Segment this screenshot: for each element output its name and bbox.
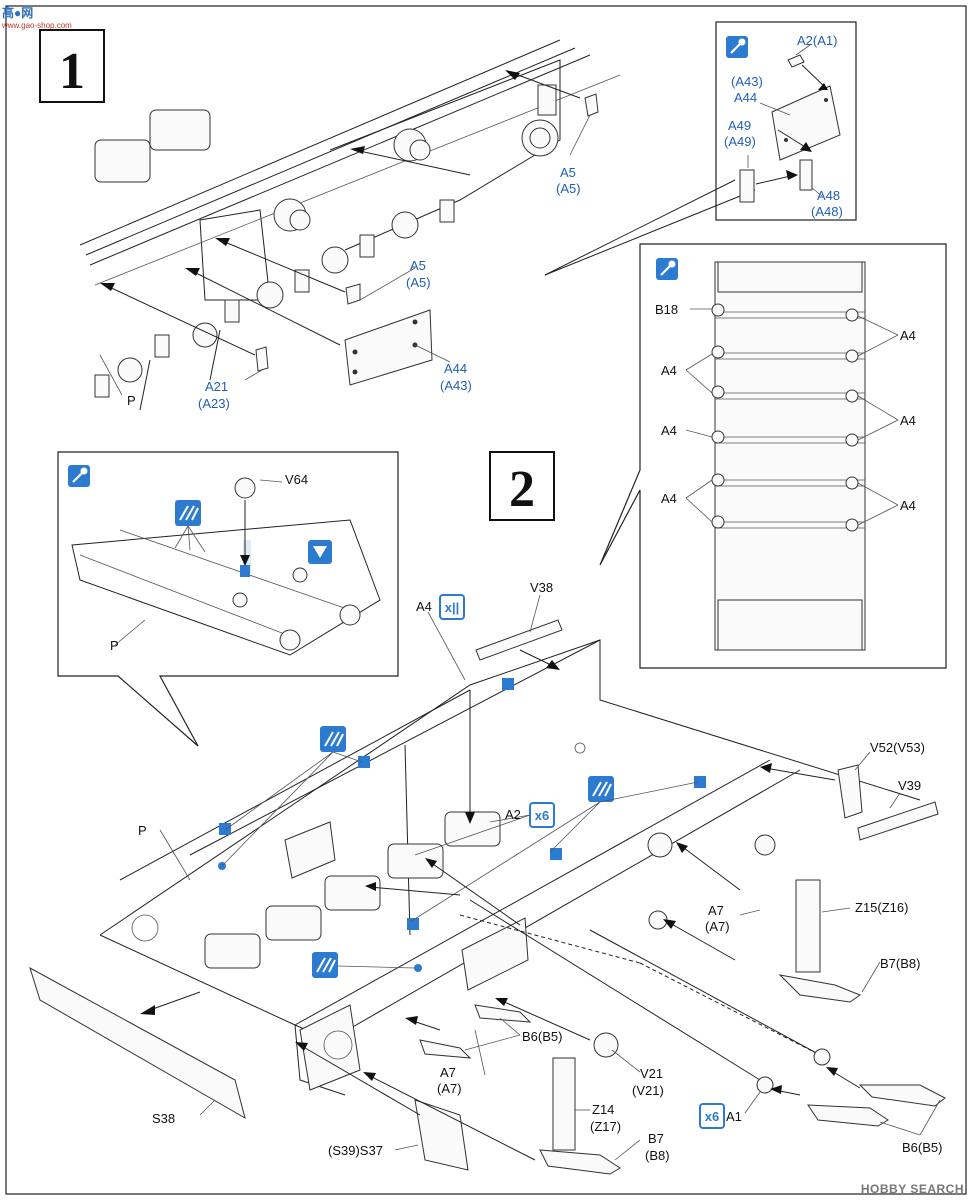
label-b7: B7 xyxy=(648,1131,664,1146)
label-b6b5-1: B6(B5) xyxy=(522,1029,562,1044)
step-2-inset-left xyxy=(57,451,399,747)
label-v52: V52(V53) xyxy=(870,740,925,755)
label-a23: (A23) xyxy=(198,396,230,411)
glue-icon xyxy=(175,500,201,526)
glue-icon-2 xyxy=(320,726,346,752)
label-a4: A4 xyxy=(416,599,432,614)
watermark-top-left: 高●网 www.gao-shop.com xyxy=(2,4,72,30)
watermark-url: www.gao-shop.com xyxy=(2,21,72,30)
label-p-2: P xyxy=(138,823,147,838)
qty-a1-badge: x6 xyxy=(699,1103,725,1129)
step-2: 2 xyxy=(29,243,947,1175)
label-v21: V21 xyxy=(640,1066,663,1081)
svg-text:x6: x6 xyxy=(705,1109,719,1124)
watermark-logo-text: 高●网 xyxy=(2,6,34,20)
label-v21-alt: (V21) xyxy=(632,1083,664,1098)
label-a7-2-alt: (A7) xyxy=(437,1081,462,1096)
glue-icon-3 xyxy=(588,776,614,802)
label-v38: V38 xyxy=(530,580,553,595)
label-z14: Z14 xyxy=(592,1102,614,1117)
watermark-bottom-right: HOBBY SEARCH xyxy=(860,1182,964,1196)
label-a7-2: A7 xyxy=(440,1065,456,1080)
inset1-label-a43: (A43) xyxy=(731,74,763,89)
label-b7b8-1: B7(B8) xyxy=(880,956,920,971)
inset2-label-a4-r3: A4 xyxy=(900,498,916,513)
inset2-label-a4-r2: A4 xyxy=(900,413,916,428)
glue-icon-4 xyxy=(312,952,338,978)
inset1-label-a49: A49 xyxy=(728,118,751,133)
label-a2: A2 xyxy=(505,807,521,822)
step-1-hull-drawing xyxy=(79,39,621,411)
step-1-number: 1 xyxy=(59,43,85,100)
label-a21: A21 xyxy=(205,379,228,394)
step-1-box xyxy=(39,29,105,103)
label-a1: A1 xyxy=(726,1109,742,1124)
label-a5-1: A5 xyxy=(560,165,576,180)
step-2-hull-drawing xyxy=(29,594,946,1175)
step-1-inset xyxy=(544,21,857,276)
label-s39-s37: (S39)S37 xyxy=(328,1143,383,1158)
inset3-label-v64: V64 xyxy=(285,472,308,487)
inset3-label-p: P xyxy=(110,638,119,653)
inset2-label-a4-l2: A4 xyxy=(661,423,677,438)
qty-a2-badge: x6 xyxy=(529,802,555,828)
inset2-label-a4-l3: A4 xyxy=(661,491,677,506)
label-b6b5-2: B6(B5) xyxy=(902,1140,942,1155)
step-2-box xyxy=(489,451,555,521)
label-s38: S38 xyxy=(152,1111,175,1126)
inset1-label-a48-alt: (A48) xyxy=(811,204,843,219)
label-a5-2: A5 xyxy=(410,258,426,273)
inset2-label-b18: B18 xyxy=(655,302,678,317)
sheet-border xyxy=(5,5,967,1195)
label-p-1: P xyxy=(127,393,136,408)
label-a7-1: A7 xyxy=(708,903,724,918)
inset1-label-a49-alt: (A49) xyxy=(724,134,756,149)
label-a7-1-alt: (A7) xyxy=(705,919,730,934)
qty-a4-badge: x|| xyxy=(439,594,465,620)
label-z15: Z15(Z16) xyxy=(855,900,908,915)
step-1: 1 xyxy=(39,21,857,411)
inset1-label-a44: A44 xyxy=(734,90,757,105)
inset1-label-a2: A2(A1) xyxy=(797,33,837,48)
step-2-number: 2 xyxy=(509,461,535,518)
label-a43: (A43) xyxy=(440,378,472,393)
svg-text:x6: x6 xyxy=(535,808,549,823)
label-a5-2-alt: (A5) xyxy=(406,275,431,290)
inset1-label-a48: A48 xyxy=(817,188,840,203)
label-a5-1-alt: (A5) xyxy=(556,181,581,196)
step-2-inset-right xyxy=(599,243,947,669)
inset2-label-a4-l1: A4 xyxy=(661,363,677,378)
label-a44: A44 xyxy=(444,361,467,376)
svg-text:x||: x|| xyxy=(445,600,460,615)
inset2-label-a4-r1: A4 xyxy=(900,328,916,343)
label-b8: (B8) xyxy=(645,1148,670,1163)
label-v39: V39 xyxy=(898,778,921,793)
label-z17: (Z17) xyxy=(590,1119,621,1134)
